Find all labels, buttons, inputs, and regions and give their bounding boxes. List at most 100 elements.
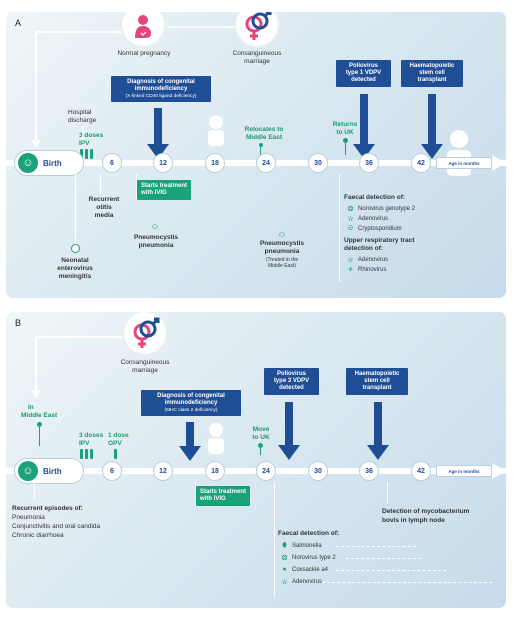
bacteria-icon: ⬮ bbox=[282, 542, 287, 549]
hospital-line2: discharge bbox=[68, 117, 97, 124]
hsct-line2: stem cell bbox=[419, 69, 445, 76]
ipv-line2: IPV bbox=[79, 440, 90, 447]
ivig-connector bbox=[136, 174, 137, 199]
vdpv-line1: Poliovirus bbox=[276, 371, 306, 377]
tick-30: 30 bbox=[308, 153, 328, 173]
diagnosis-arrow bbox=[147, 108, 169, 159]
tick-36: 36 bbox=[359, 461, 379, 481]
ivig-line1: Starts treatment bbox=[200, 489, 247, 495]
relocates-stem bbox=[260, 146, 261, 155]
hsct-arrow bbox=[421, 94, 443, 159]
diagnosis-arrow bbox=[179, 422, 201, 461]
vdpv-arrow bbox=[278, 402, 300, 460]
recurrent-connector bbox=[34, 482, 35, 500]
opv-dose-bar bbox=[114, 449, 117, 459]
returns-line1: Returns bbox=[332, 121, 358, 128]
vdpv-line2: type 3 VDPV bbox=[273, 377, 310, 384]
in-line1: In bbox=[28, 404, 34, 411]
tick-24: 24 bbox=[256, 153, 276, 173]
urt-title-line2: detection of: bbox=[344, 245, 383, 252]
ipv-dose-bars bbox=[80, 149, 93, 159]
hsct-line3: transplant bbox=[417, 76, 447, 83]
hospital-line1: Hospital bbox=[68, 109, 92, 116]
ivig-connector bbox=[195, 482, 196, 506]
ivig-line2: with IVIG bbox=[141, 189, 167, 196]
recurrent-item: Chronic diarrhoea bbox=[12, 532, 64, 539]
timeline-arrowhead bbox=[492, 155, 506, 171]
move-dot bbox=[258, 443, 263, 448]
faecal-item: ❂Norovirus type 2 bbox=[281, 555, 336, 562]
vdpv-line2: type 1 VDPV bbox=[345, 69, 382, 76]
hsct-line3: transplant bbox=[362, 384, 392, 391]
relocates-line1: Relocates to bbox=[244, 126, 284, 133]
tick-30: 30 bbox=[308, 461, 328, 481]
virus-icon: ✫ bbox=[281, 579, 288, 586]
consanguineous-icon bbox=[236, 12, 278, 46]
otitis-line2: otitis bbox=[96, 204, 112, 211]
pill-icon: ⬭ bbox=[279, 232, 285, 239]
vdpv-line3: detected bbox=[351, 76, 376, 83]
move-line2: to UK bbox=[252, 434, 270, 441]
in-middle-east-stem bbox=[39, 426, 40, 446]
meningitis-line2: enterovirus bbox=[57, 265, 93, 272]
consanguineous-line2: marriage bbox=[244, 58, 270, 65]
faecal-title: Faecal detection of: bbox=[344, 194, 406, 201]
meningitis-line3: meningitis bbox=[58, 273, 92, 280]
otitis-connector bbox=[100, 174, 101, 194]
faecal-item: ✫Adenovirus bbox=[281, 579, 323, 586]
tick-36: 36 bbox=[359, 153, 379, 173]
diagnosis-box: Diagnosis of congenital immunodeficiency… bbox=[141, 390, 241, 417]
diagnosis-sub: (X-linked CD40 ligand deficiency) bbox=[125, 93, 197, 99]
panel-b: B Consanguineous marriage In Middle East… bbox=[6, 312, 506, 608]
vdpv-box: Poliovirus type 3 VDPV detected bbox=[264, 368, 319, 395]
urt-item: ⚘Rhinovirus bbox=[347, 267, 387, 274]
faecal-dashed-line bbox=[322, 582, 492, 583]
opv-line2: OPV bbox=[108, 440, 122, 447]
connector-lines bbox=[31, 26, 236, 148]
tick-18: 18 bbox=[205, 461, 225, 481]
virus-icon: ❂ bbox=[347, 206, 354, 213]
faecal-connector bbox=[274, 482, 275, 597]
hospital-connector bbox=[82, 126, 83, 148]
hsct-box: Haematopoietic stem cell transplant bbox=[401, 60, 463, 87]
parasite-icon: ᘐ bbox=[348, 225, 353, 232]
pcp2-sub-line1: (Treated in the bbox=[265, 257, 299, 263]
myco-connector bbox=[387, 482, 388, 504]
pcp2-line2: pneumonia bbox=[264, 248, 300, 255]
consanguineous-icon bbox=[124, 312, 166, 354]
opv-line1: 1 dose bbox=[108, 432, 129, 439]
consanguineous-line2: marriage bbox=[132, 367, 158, 374]
pregnancy-icon bbox=[122, 12, 164, 46]
virus-icon: ✫ bbox=[347, 257, 354, 264]
faecal-item: ⬮Salmonella bbox=[280, 542, 321, 550]
faecal-dashed-line bbox=[346, 558, 421, 559]
myco-line1: Detection of mycobacterium bbox=[382, 508, 470, 515]
ipv-line2: IPV bbox=[79, 140, 90, 147]
move-stem bbox=[260, 447, 261, 455]
baby-icon: ☺ bbox=[18, 461, 38, 481]
pcp1-line2: pneumonia bbox=[138, 242, 174, 249]
toddler-icon bbox=[208, 423, 224, 454]
hsct-line1: Haematopoietic bbox=[409, 63, 455, 69]
normal-pregnancy-label: Normal pregnancy bbox=[117, 50, 171, 57]
birth-label: Birth bbox=[43, 158, 62, 168]
recurrent-item: Conjunctivitis and oral candida bbox=[12, 523, 101, 530]
pcp1-line1: Pneumocystis bbox=[133, 234, 179, 241]
recurrent-title: Recurrent episodes of: bbox=[12, 505, 83, 512]
virus-icon: ● bbox=[282, 566, 287, 573]
panel-letter: B bbox=[15, 318, 22, 328]
tick-6: 6 bbox=[102, 461, 122, 481]
returns-dot bbox=[343, 138, 348, 143]
birth-label: Birth bbox=[43, 466, 62, 476]
recurrent-item: Pneumonia bbox=[12, 514, 45, 521]
diagnosis-title-line1: Diagnosis of congenital bbox=[157, 393, 225, 399]
virus-icon: ⚘ bbox=[347, 267, 354, 274]
ivig-line1: Starts treatment bbox=[141, 183, 188, 189]
vdpv-arrow bbox=[353, 94, 375, 159]
timeline-arrowhead bbox=[492, 463, 506, 479]
hsct-arrow bbox=[367, 402, 389, 460]
virus-icon: ❂ bbox=[281, 555, 288, 562]
returns-stem bbox=[345, 142, 346, 155]
faecal-item: ●Coxsackie a4 bbox=[280, 566, 328, 573]
